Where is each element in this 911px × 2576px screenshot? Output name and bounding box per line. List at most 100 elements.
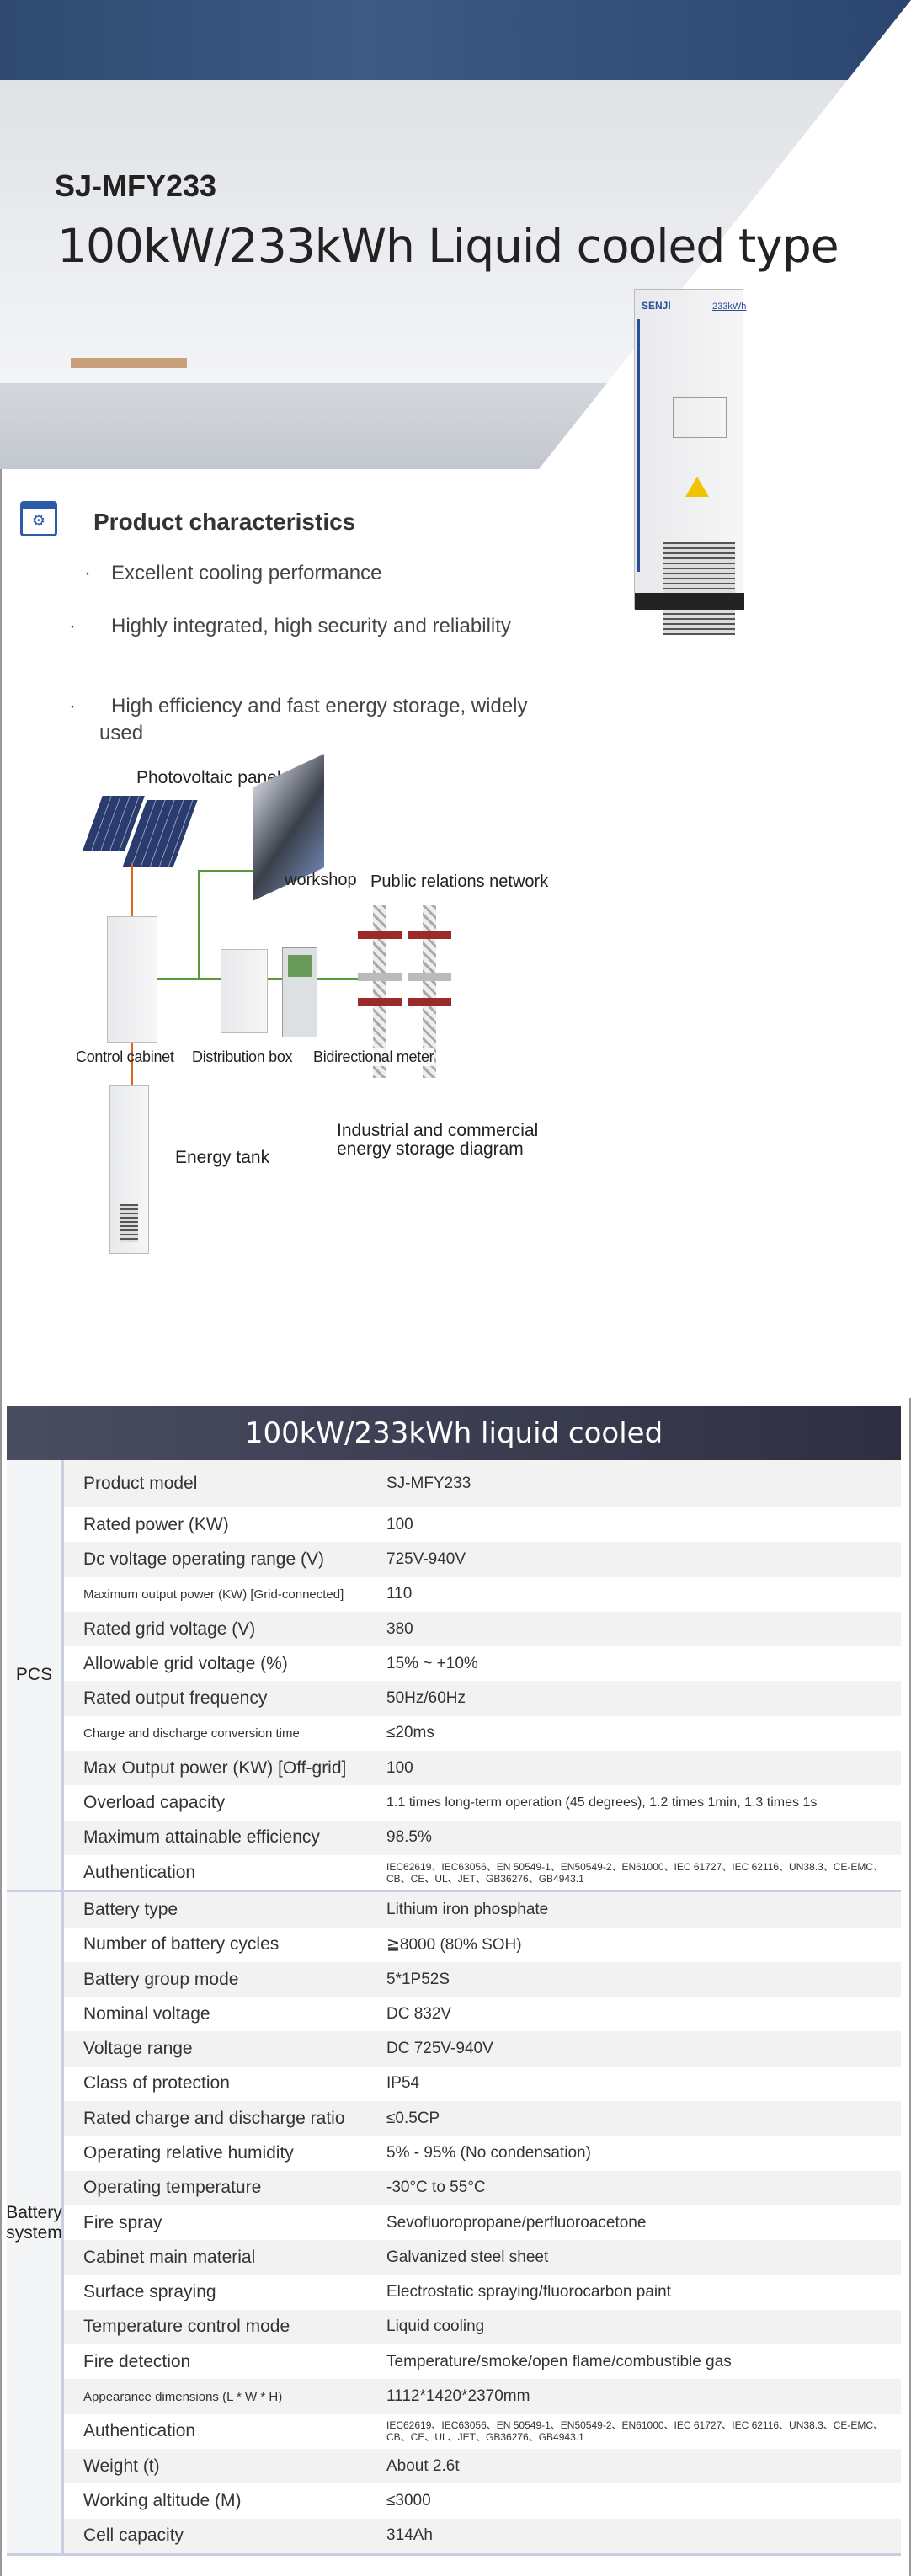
- spec-label: Rated charge and discharge ratio: [83, 2108, 345, 2128]
- spec-label: Voltage range: [83, 2039, 193, 2059]
- spec-label: Rated output frequency: [83, 1688, 268, 1709]
- spec-value: IEC62619、IEC63056、EN 50549-1、EN50549-2、E…: [386, 1860, 884, 1885]
- spec-table-title: 100kW/233kWh liquid cooled: [7, 1406, 901, 1460]
- table-row: Nominal voltage DC 832V: [64, 1997, 901, 2031]
- spec-value: 1112*1420*2370mm: [386, 2387, 530, 2406]
- spec-label: Rated grid voltage (V): [83, 1619, 256, 1639]
- page-title: 100kW/233kWh Liquid cooled type: [57, 219, 839, 273]
- spec-value: Liquid cooling: [386, 2317, 485, 2336]
- spec-value: Galvanized steel sheet: [386, 2248, 549, 2266]
- table-row: Rated output frequency 50Hz/60Hz: [64, 1681, 901, 1716]
- spec-value: 5*1P52S: [386, 1970, 450, 1988]
- battery-group: Battery system Battery type Lithium iron …: [6, 1892, 901, 2556]
- spec-value: Temperature/smoke/open flame/combustible…: [386, 2352, 732, 2371]
- product-cabinet-image: SENJI 233kWh: [634, 289, 747, 635]
- accent-bar: [71, 358, 187, 368]
- table-row: Number of battery cycles ≧8000 (80% SOH): [64, 1928, 901, 1962]
- spec-value: DC 725V-940V: [386, 2040, 493, 2058]
- spec-value: ≤3000: [386, 2491, 431, 2509]
- table-row: Rated power (KW) 100: [64, 1507, 901, 1542]
- spec-label: Authentication: [83, 1862, 196, 1882]
- table-row: Rated grid voltage (V)380: [64, 1611, 901, 1647]
- spec-label: Cell capacity: [83, 2525, 184, 2546]
- product-model: SJ-MFY233: [55, 168, 217, 203]
- table-row: Appearance dimensions (L * W * H)1112*14…: [64, 2379, 901, 2414]
- spec-value: 50Hz/60Hz: [386, 1689, 466, 1708]
- table-row: Authentication IEC62619、IEC63056、EN 50549…: [64, 1855, 901, 1890]
- characteristics-title: Product characteristics: [93, 509, 356, 535]
- spec-value: 100: [386, 1515, 413, 1533]
- spec-label: Working altitude (M): [83, 2490, 242, 2510]
- label-meter: Bidirectional meter: [313, 1048, 434, 1066]
- label-network: Public relations network: [370, 872, 549, 891]
- cabinet-capacity: 233kWh: [712, 301, 747, 312]
- spec-label: Rated power (KW): [83, 1514, 229, 1534]
- page-border: [909, 1398, 911, 2576]
- control-cabinet-image: [107, 916, 157, 1043]
- table-row: Working altitude (M) ≤3000: [64, 2483, 901, 2518]
- distribution-box-image: [221, 949, 268, 1033]
- table-row: Max Output power (KW) [Off-grid]100: [64, 1751, 901, 1786]
- cabinet-grill: [663, 542, 735, 635]
- feature-item: ·Excellent cooling performance: [84, 562, 382, 584]
- cabinet-stripe: [637, 319, 640, 572]
- table-row: Product model SJ-MFY233: [64, 1460, 901, 1507]
- spec-label: Battery type: [83, 1899, 178, 1919]
- spec-label: Allowable grid voltage (%): [83, 1653, 288, 1673]
- spec-value: Sevofluoropropane/perfluoroacetone: [386, 2213, 647, 2232]
- spec-label: Cabinet main material: [83, 2247, 256, 2267]
- spec-label: Operating temperature: [83, 2178, 262, 2198]
- spec-label: Fire spray: [83, 2212, 162, 2232]
- spec-label: Product model: [83, 1474, 198, 1493]
- spec-label: Nominal voltage: [83, 2003, 210, 2024]
- table-row: Rated charge and discharge ratio ≤0.5CP: [64, 2101, 901, 2136]
- label-photovoltaic: Photovoltaic panel: [136, 768, 281, 787]
- feature-text: Excellent cooling performance: [111, 562, 382, 584]
- table-row: Maximum output power (KW) [Grid-connecte…: [64, 1577, 901, 1612]
- spec-label: Weight (t): [83, 2456, 160, 2476]
- table-row: Fire spray Sevofluoropropane/perfluoroace…: [64, 2205, 901, 2240]
- spec-label: Maximum output power (KW) [Grid-connecte…: [83, 1587, 344, 1602]
- spec-label: Surface spraying: [83, 2282, 216, 2302]
- spec-value: 98.5%: [386, 1828, 432, 1847]
- table-row: Battery type Lithium iron phosphate: [64, 1892, 901, 1928]
- spec-label: Authentication: [83, 2421, 196, 2441]
- table-row: Charge and discharge conversion time≤20m…: [64, 1716, 901, 1751]
- spec-value: SJ-MFY233: [386, 1475, 471, 1492]
- spec-value: 314Ah: [386, 2526, 433, 2545]
- spec-value: Electrostatic spraying/fluorocarbon pain…: [386, 2283, 671, 2301]
- spec-value: ≧8000 (80% SOH): [386, 1935, 522, 1954]
- spec-value: 110: [386, 1585, 413, 1603]
- diagram-caption: Industrial and commercial energy storage…: [337, 1121, 539, 1159]
- table-row: Operating temperature -30°C to 55°C: [64, 2170, 901, 2205]
- spec-value: About 2.6t: [386, 2456, 460, 2475]
- table-row: Maximum attainable efficiency 98.5%: [64, 1820, 901, 1855]
- cabinet-base: [635, 593, 744, 610]
- table-row: Surface spraying Electrostatic spraying/f…: [64, 2275, 901, 2310]
- spec-value: 15% ~ +10%: [386, 1654, 478, 1672]
- spec-label: Maximum attainable efficiency: [83, 1827, 320, 1848]
- cabinet-window: [673, 397, 727, 438]
- spec-value: -30°C to 55°C: [386, 2179, 486, 2197]
- label-control-cabinet: Control cabinet: [76, 1048, 174, 1065]
- spec-value: IP54: [386, 2074, 420, 2093]
- product-icon: ⚙: [20, 501, 57, 536]
- spec-value: 725V-940V: [386, 1549, 466, 1568]
- group-label: Battery system: [6, 1892, 64, 2553]
- spec-label: Number of battery cycles: [83, 1934, 280, 1955]
- spec-value: ≤0.5CP: [386, 2109, 440, 2127]
- spec-label: Temperature control mode: [83, 2317, 290, 2337]
- feature-text: High efficiency and fast energy storage,…: [99, 695, 528, 744]
- spec-value: Lithium iron phosphate: [386, 1900, 549, 1918]
- spec-label: Max Output power (KW) [Off-grid]: [83, 1757, 347, 1778]
- group-label: PCS: [7, 1460, 64, 1891]
- spec-value: DC 832V: [386, 2004, 452, 2023]
- spec-label: Battery group mode: [83, 1969, 239, 1989]
